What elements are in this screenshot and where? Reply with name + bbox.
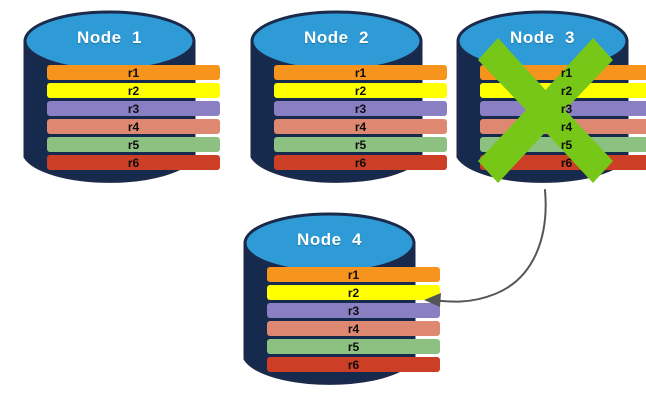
- data-row-label: r6: [560, 155, 573, 170]
- data-row-label: r2: [347, 285, 360, 300]
- data-row[interactable]: r4: [47, 119, 220, 134]
- node-3-rows: r1 r2 r3 r4 r5 r6: [456, 65, 646, 170]
- data-row-label: r1: [560, 65, 573, 80]
- data-row[interactable]: r6: [47, 155, 220, 170]
- data-row-label: r4: [347, 321, 360, 336]
- data-row[interactable]: r5: [47, 137, 220, 152]
- node-2-rows: r1 r2 r3 r4 r5 r6: [250, 65, 471, 170]
- node-3[interactable]: Node 3 r1 r2 r3 r4 r5 r6: [456, 10, 646, 188]
- data-row[interactable]: r5: [480, 137, 646, 152]
- data-row[interactable]: r3: [47, 101, 220, 116]
- data-row-label: r5: [560, 137, 573, 152]
- data-row[interactable]: r2: [47, 83, 220, 98]
- data-row-label: r4: [560, 119, 573, 134]
- data-row[interactable]: r6: [274, 155, 447, 170]
- data-row-label: r1: [127, 65, 140, 80]
- data-row-label: r4: [354, 119, 367, 134]
- node-4[interactable]: Node 4 r1 r2 r3 r4 r5 r6: [243, 212, 440, 390]
- data-row-label: r6: [347, 357, 360, 372]
- data-row-label: r3: [127, 101, 140, 116]
- node-1-rows: r1 r2 r3 r4 r5 r6: [23, 65, 244, 170]
- data-row[interactable]: r2: [480, 83, 646, 98]
- data-row[interactable]: r5: [267, 339, 440, 354]
- data-row-label: r3: [354, 101, 367, 116]
- data-row-label: r2: [354, 83, 367, 98]
- data-row[interactable]: r4: [480, 119, 646, 134]
- data-row-label: r4: [127, 119, 140, 134]
- data-row[interactable]: r1: [274, 65, 447, 80]
- data-row[interactable]: r1: [480, 65, 646, 80]
- data-row[interactable]: r4: [274, 119, 447, 134]
- data-row-label: r1: [354, 65, 367, 80]
- data-row[interactable]: r3: [274, 101, 447, 116]
- data-row-label: r5: [347, 339, 360, 354]
- data-row-label: r5: [354, 137, 367, 152]
- data-row-label: r6: [127, 155, 140, 170]
- data-row-label: r5: [127, 137, 140, 152]
- data-row[interactable]: r5: [274, 137, 447, 152]
- data-row-label: r2: [560, 83, 573, 98]
- data-row-label: r3: [560, 101, 573, 116]
- data-row[interactable]: r3: [267, 303, 440, 318]
- data-row[interactable]: r4: [267, 321, 440, 336]
- data-row[interactable]: r1: [267, 267, 440, 282]
- data-row[interactable]: r3: [480, 101, 646, 116]
- node-2[interactable]: Node 2 r1 r2 r3 r4 r5 r6: [250, 10, 447, 188]
- data-row[interactable]: r6: [480, 155, 646, 170]
- data-row-label: r3: [347, 303, 360, 318]
- data-row-label: r6: [354, 155, 367, 170]
- data-row[interactable]: r2: [267, 285, 440, 300]
- node-1[interactable]: Node 1 r1 r2 r3 r4 r5 r6: [23, 10, 220, 188]
- data-row-label: r1: [347, 267, 360, 282]
- data-row[interactable]: r2: [274, 83, 447, 98]
- data-row-label: r2: [127, 83, 140, 98]
- data-row[interactable]: r1: [47, 65, 220, 80]
- node-4-rows: r1 r2 r3 r4 r5 r6: [243, 267, 464, 372]
- data-row[interactable]: r6: [267, 357, 440, 372]
